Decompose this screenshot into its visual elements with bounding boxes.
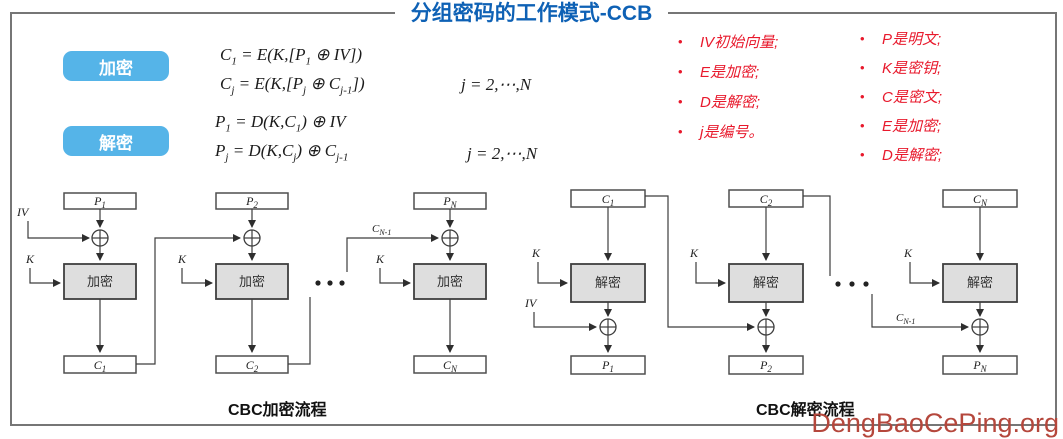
page-title: 分组密码的工作模式-CCB — [394, 1, 669, 27]
xor-icon — [91, 229, 109, 247]
feedback-connector — [136, 234, 241, 365]
ciphertext-label: C2 — [246, 358, 259, 374]
legend-item: •K是密钥; — [860, 60, 942, 77]
xor-icon — [757, 318, 775, 336]
formula-dec-condition: j = 2,⋯,N — [467, 144, 538, 163]
formula-enc-condition: j = 2,⋯,N — [461, 75, 532, 94]
plaintext-box — [942, 355, 1018, 375]
iv-label: IV — [16, 205, 30, 219]
bullet-icon: • — [860, 31, 865, 46]
chain-label: CN-1 — [896, 312, 915, 326]
decrypt-box — [942, 263, 1018, 303]
feedback-connector — [645, 195, 755, 331]
cbc-decryption-diagram: C1 K 解密 IV P1 C2 K 解密 P2 — [524, 189, 1018, 375]
iv-arrow — [533, 312, 597, 331]
watermark: DengBaoCePing.org — [811, 408, 1059, 438]
decrypt-box-label: 解密 — [595, 275, 621, 290]
legend-item: •E是加密; — [678, 63, 760, 81]
ciphertext-label: CN — [443, 358, 458, 374]
plaintext-label: PN — [442, 194, 457, 210]
key-label: K — [689, 246, 699, 260]
legend-item: •IV初始向量; — [678, 33, 779, 51]
plaintext-label: P2 — [245, 194, 258, 210]
bullet-icon: • — [860, 147, 865, 162]
decrypt-box-label: 解密 — [967, 275, 993, 290]
key-label: K — [177, 252, 187, 266]
chain-label: CN-1 — [372, 223, 391, 237]
legend-item: •P是明文; — [860, 31, 942, 48]
bullet-icon: • — [678, 63, 683, 79]
xor-icon — [243, 229, 261, 247]
ciphertext-label: C1 — [602, 192, 615, 208]
key-arrow — [537, 262, 568, 287]
formula-dec-1: P1 = D(K,C1) ⊕ IV — [215, 112, 346, 135]
key-arrow — [909, 262, 940, 287]
iv-label: IV — [524, 296, 538, 310]
decrypt-badge: 解密 — [63, 126, 169, 156]
encrypt-badge: 加密 — [63, 51, 169, 81]
key-arrow — [29, 268, 61, 287]
iv-arrow — [27, 221, 90, 242]
feedback-connector — [803, 195, 831, 276]
encrypt-box-label: 加密 — [87, 274, 113, 289]
legend-item: •D是解密; — [678, 93, 761, 111]
key-arrow — [181, 268, 213, 287]
xor-icon — [971, 318, 989, 336]
ellipsis-dots — [315, 280, 345, 286]
encryption-caption: CBC加密流程 — [228, 402, 327, 419]
legend-list-right: •P是明文; •K是密钥; •C是密文; •E是加密; •D是解密; — [860, 24, 942, 169]
bullet-icon: • — [860, 118, 865, 133]
ciphertext-label: C1 — [94, 358, 107, 374]
decrypt-box-label: 解密 — [753, 275, 779, 290]
xor-icon — [441, 229, 459, 247]
bullet-icon: • — [678, 33, 683, 49]
formula-dec-j: Pj = D(K,Cj) ⊕ Cj-1 — [215, 141, 349, 164]
chain-connector — [871, 294, 969, 331]
bullet-icon: • — [860, 89, 865, 104]
encrypt-box-label: 加密 — [437, 274, 463, 289]
legend-item: •D是解密; — [860, 147, 943, 164]
plaintext-box — [570, 355, 646, 375]
encrypt-box-label: 加密 — [239, 274, 265, 289]
bullet-icon: • — [678, 123, 683, 139]
bullet-icon: • — [860, 60, 865, 75]
ciphertext-label: C2 — [760, 192, 773, 208]
key-label: K — [25, 252, 35, 266]
ellipsis-dots — [835, 281, 869, 287]
plaintext-box — [728, 355, 804, 375]
chain-connector — [346, 234, 439, 272]
decryption-caption: CBC解密流程 — [756, 402, 855, 419]
formula-enc-j: Cj = E(K,[Pj ⊕ Cj-1]) — [220, 74, 365, 97]
legend-item: •j是编号。 — [678, 123, 764, 141]
key-label: K — [375, 252, 385, 266]
plaintext-label: P1 — [601, 358, 614, 374]
plaintext-label: PN — [972, 358, 987, 374]
key-arrow — [695, 262, 726, 287]
title-bar: 分组密码的工作模式-CCB — [0, 1, 1063, 27]
key-arrow — [379, 268, 411, 287]
plaintext-label: P2 — [759, 358, 772, 374]
encrypt-box — [63, 263, 137, 300]
legend-item: •E是加密; — [860, 118, 942, 135]
legend-list-left: •IV初始向量; •E是加密; •D是解密; •j是编号。 — [678, 26, 778, 146]
ciphertext-box — [413, 355, 487, 374]
plaintext-label: P1 — [93, 194, 106, 210]
decrypt-box — [728, 263, 804, 303]
key-label: K — [903, 246, 913, 260]
formula-enc-1: C1 = E(K,[P1 ⊕ IV]) — [220, 45, 363, 68]
bullet-icon: • — [678, 93, 683, 109]
feedback-connector — [288, 297, 311, 365]
key-label: K — [531, 246, 541, 260]
cbc-encryption-diagram: IV P1 K 加密 C1 P2 K 加密 — [16, 192, 487, 374]
xor-icon — [599, 318, 617, 336]
legend-item: •C是密文; — [860, 89, 943, 106]
ciphertext-label: CN — [973, 192, 988, 208]
